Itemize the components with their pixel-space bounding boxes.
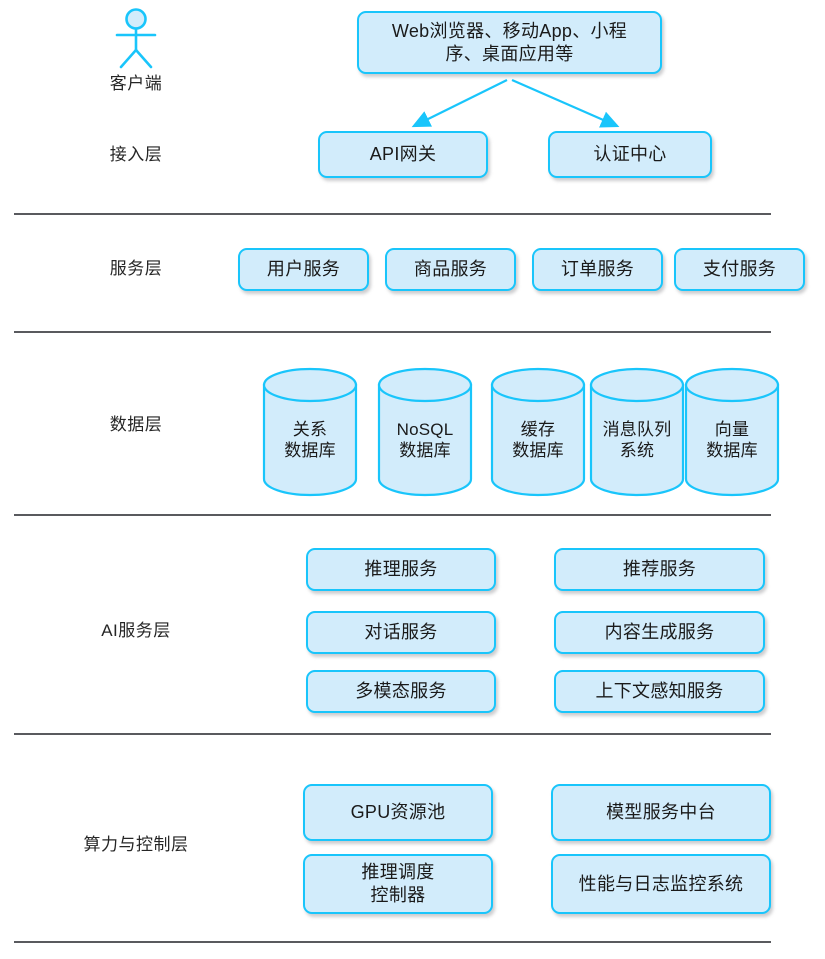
actor-stick-figure-icon [106,8,166,75]
divider-above-compute-control [14,733,771,735]
node-user-service[interactable]: 用户服务 [238,248,369,291]
node-payment-service[interactable]: 支付服务 [674,248,805,291]
node-client-apps[interactable]: Web浏览器、移动App、小程 序、桌面应用等 [357,11,662,74]
layer-label-access: 接入层 [109,145,163,164]
layer-label-data: 数据层 [109,415,163,434]
divider-above-service [14,213,771,215]
divider-bottom [14,941,771,943]
divider-above-data [14,331,771,333]
node-dialog-service[interactable]: 对话服务 [306,611,496,654]
layer-label-client: 客户端 [109,74,163,93]
layer-label-ai-service: AI服务层 [101,621,171,640]
divider-above-ai-service [14,514,771,516]
node-model-service-platform[interactable]: 模型服务中台 [551,784,771,841]
node-auth-center[interactable]: 认证中心 [548,131,712,178]
edge-clientapps-to-apigateway [411,79,508,128]
node-product-service[interactable]: 商品服务 [385,248,516,291]
node-monitoring-system[interactable]: 性能与日志监控系统 [551,854,771,914]
node-vector-db[interactable]: 向量 数据库 [684,367,780,497]
node-message-queue[interactable]: 消息队列 系统 [589,367,685,497]
node-content-gen-service[interactable]: 内容生成服务 [554,611,765,654]
node-cache-db[interactable]: 缓存 数据库 [490,367,586,497]
node-recommend-service[interactable]: 推荐服务 [554,548,765,591]
node-api-gateway[interactable]: API网关 [318,131,488,178]
node-nosql-db[interactable]: NoSQL 数据库 [377,367,473,497]
node-inference-scheduler[interactable]: 推理调度 控制器 [303,854,493,914]
node-relational-db[interactable]: 关系 数据库 [262,367,358,497]
edge-clientapps-to-authcenter [511,78,620,128]
layer-label-compute-control: 算力与控制层 [83,835,189,854]
node-gpu-pool[interactable]: GPU资源池 [303,784,493,841]
layer-label-service: 服务层 [109,259,163,278]
node-context-aware-service[interactable]: 上下文感知服务 [554,670,765,713]
node-inference-service[interactable]: 推理服务 [306,548,496,591]
node-order-service[interactable]: 订单服务 [532,248,663,291]
node-multimodal-service[interactable]: 多模态服务 [306,670,496,713]
